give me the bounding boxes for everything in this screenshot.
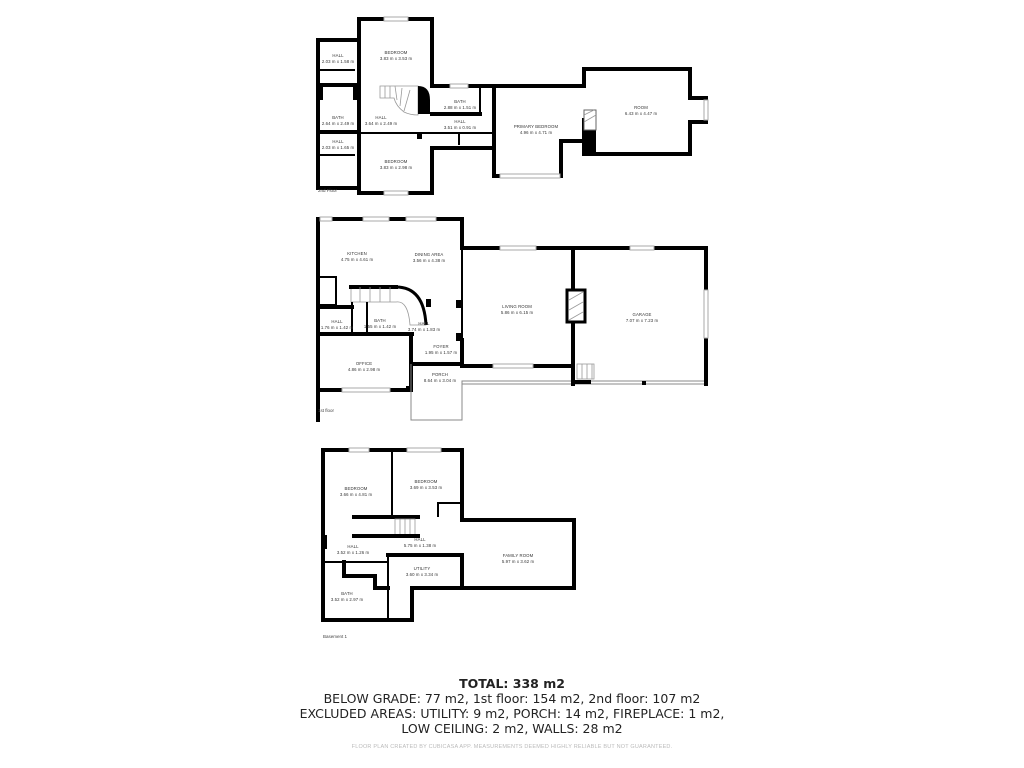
- excluded-areas-cont: LOW CEILING: 2 m2, WALLS: 28 m2: [401, 721, 623, 736]
- area-breakdown: BELOW GRADE: 77 m2, 1st floor: 154 m2, 2…: [323, 691, 701, 706]
- floor-label-2nd: 2nd Floor: [318, 188, 338, 193]
- second-floor-walls: [316, 16, 709, 196]
- total-area: TOTAL: 338 m2: [459, 676, 565, 691]
- disclaimer: FLOOR PLAN CREATED BY CUBICASA APP. MEAS…: [351, 744, 673, 750]
- first-floor-walls: [316, 216, 709, 422]
- basement-walls: [321, 447, 576, 622]
- excluded-areas: EXCLUDED AREAS: UTILITY: 9 m2, PORCH: 14…: [299, 706, 725, 721]
- floor-label-1st: 1st floor: [318, 408, 335, 413]
- floor-label-basement: Basement 1: [323, 634, 348, 639]
